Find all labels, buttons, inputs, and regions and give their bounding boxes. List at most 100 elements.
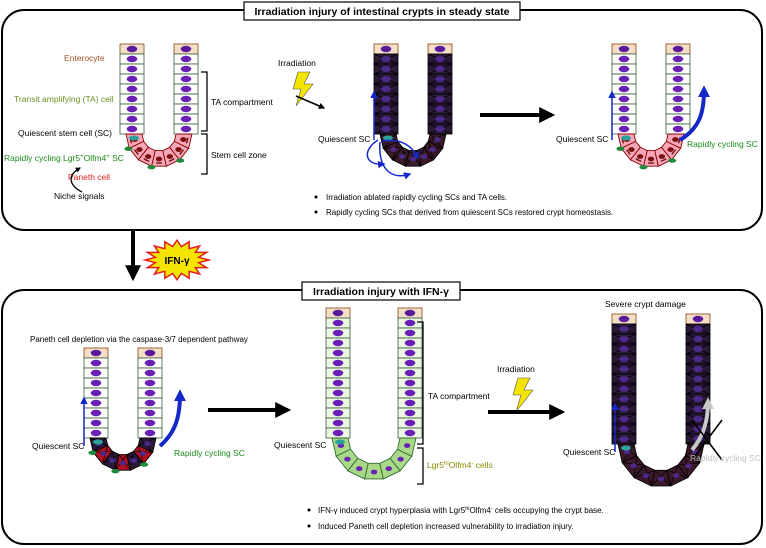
bb1-mid: Olfm4 <box>469 506 491 515</box>
nucleus <box>435 106 445 112</box>
nucleus <box>618 95 630 103</box>
irradiation-arrow-top <box>295 95 326 109</box>
bullet-dot-bottom-2 <box>307 524 311 528</box>
lightning-icon <box>292 71 314 107</box>
nucleus <box>144 389 156 397</box>
nucleus <box>385 466 392 472</box>
bullet-top-1: Irradiation ablated rapidly cycling SCs … <box>326 193 507 202</box>
crypt-severely-damaged <box>611 313 711 487</box>
granule <box>172 158 175 160</box>
nucleus <box>332 369 344 377</box>
label-quiescent-damaged: Quiescent SC <box>563 447 615 457</box>
rapid-sc-sup1: + <box>80 154 84 160</box>
label-rapid-damaged: Rapidly cycling SC <box>690 453 761 463</box>
granule <box>158 162 161 164</box>
nucleus <box>381 126 391 132</box>
nucleus <box>693 366 703 372</box>
nucleus <box>667 147 674 152</box>
nucleus <box>144 399 156 407</box>
nucleus <box>435 86 445 92</box>
nucleus <box>390 147 397 152</box>
grey-arrow-damaged <box>690 397 714 452</box>
nucleus <box>126 65 138 73</box>
label-irradiation-bottom: Irradiation <box>497 364 535 374</box>
lgr5-prefix: Lgr5 <box>427 460 444 470</box>
nucleus <box>435 126 445 132</box>
nucleus <box>619 406 629 412</box>
nucleus <box>404 359 416 367</box>
label-niche: Niche signals <box>54 191 105 201</box>
nucleus <box>619 326 629 332</box>
granule <box>678 140 680 142</box>
granule <box>130 140 132 142</box>
blue-arrow-irradiated-a <box>366 139 386 169</box>
stem-cell <box>111 468 120 474</box>
granule <box>671 152 674 155</box>
granule <box>626 149 628 152</box>
nucleus <box>619 366 629 372</box>
label-stem-zone: Stem cell zone <box>211 150 267 160</box>
crypt-irradiated <box>373 43 453 167</box>
nucleus <box>435 66 445 72</box>
nucleus <box>618 315 630 323</box>
nucleus <box>429 147 436 152</box>
nucleus <box>370 469 378 475</box>
nucleus <box>420 154 428 159</box>
granule <box>130 141 133 144</box>
nucleus <box>672 473 680 478</box>
crypt-normal <box>119 43 199 170</box>
label-ta-cell: Transit amplifying (TA) cell <box>14 94 114 104</box>
ta-bracket-bottom <box>417 321 424 445</box>
granule <box>622 141 625 144</box>
bullet-dot-bottom-1 <box>307 508 311 512</box>
nucleus <box>126 55 138 63</box>
nucleus <box>619 396 629 402</box>
nucleus <box>693 356 703 362</box>
granule <box>135 151 138 154</box>
label-enterocyte: Enterocyte <box>64 53 105 63</box>
granule <box>179 152 182 155</box>
nucleus <box>90 419 102 427</box>
nucleus <box>619 376 629 382</box>
nucleus <box>166 154 174 159</box>
granule <box>186 137 189 140</box>
nucleus <box>672 105 684 113</box>
nucleus <box>672 95 684 103</box>
granule <box>180 151 183 154</box>
crypt-paneth-depleted <box>83 347 163 474</box>
nucleus <box>619 336 629 342</box>
nucleus <box>126 75 138 83</box>
granule <box>156 162 158 164</box>
quiescent-cell <box>383 135 393 141</box>
nucleus <box>144 429 156 437</box>
nucleus <box>619 436 629 442</box>
nucleus <box>628 147 635 152</box>
nucleus <box>435 116 445 122</box>
rapid-sc-sup2: + <box>106 154 110 160</box>
nucleus <box>672 115 684 123</box>
nucleus <box>180 115 192 123</box>
nucleus <box>619 356 629 362</box>
bullet-bottom-1: IFN-γ induced crypt hyperplasia with Lgr… <box>318 506 604 515</box>
bottom-panel-title: Irradiation injury with IFN-γ <box>313 286 449 298</box>
granule <box>663 159 666 161</box>
top-panel-title: Irradiation injury of intestinal crypts … <box>255 6 510 18</box>
top-title-box <box>243 1 521 21</box>
nucleus <box>672 137 679 142</box>
nucleus <box>693 386 703 392</box>
nucleus <box>100 451 107 456</box>
granule <box>672 151 675 154</box>
nucleus <box>672 125 684 133</box>
nucleus <box>126 115 138 123</box>
lightning-icon-bottom <box>512 377 534 413</box>
granule <box>135 150 137 153</box>
nucleus <box>381 116 391 122</box>
granule <box>185 141 188 144</box>
nucleus <box>332 429 344 437</box>
nucleus <box>381 76 391 82</box>
nucleus <box>180 125 192 133</box>
blue-arrow-irradiated-c <box>381 139 419 160</box>
nucleus <box>619 346 629 352</box>
nucleus <box>180 65 192 73</box>
